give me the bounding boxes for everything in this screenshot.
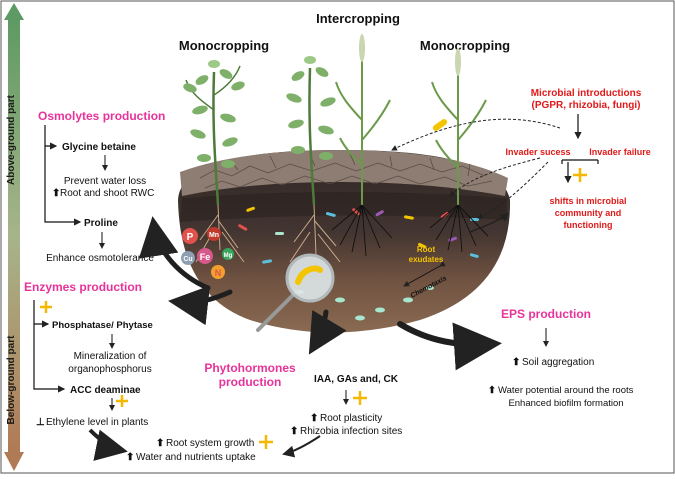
hormone-list: IAA, GAs and, CK <box>314 374 399 385</box>
up-arrow-icon: ⬆ <box>310 413 318 424</box>
root-exudates-label: Root <box>417 245 436 254</box>
water-nutrients-uptake: Water and nutrients uptake <box>136 452 256 463</box>
shifts-line-3: functioning <box>564 220 613 230</box>
roots-wheat <box>331 204 489 257</box>
svg-text:Mn: Mn <box>209 232 219 239</box>
eps-title: EPS production <box>501 307 591 321</box>
root-exudates-label-2: exudates <box>409 255 444 264</box>
enzymes-title: Enzymes production <box>24 280 142 294</box>
rhizobia-infection-sites: Rhizobia infection sites <box>300 426 402 437</box>
svg-text:P: P <box>187 232 194 243</box>
header-monocropping-right: Monocropping <box>420 38 510 53</box>
flow-arrows <box>138 213 510 371</box>
plus-icon <box>573 168 587 182</box>
nutrient-n <box>211 265 225 279</box>
nutrient-cu <box>181 251 195 265</box>
root-shoot-rwc: Root and shoot RWC <box>60 188 154 199</box>
below-ground-label: Below-ground part <box>6 335 17 425</box>
phosphatase-phytase: Phosphatase/ Phytase <box>52 320 153 331</box>
mineralization-line-1: Mineralization of <box>74 351 147 362</box>
svg-text:Fe: Fe <box>200 252 211 262</box>
wheat-plant-right <box>431 48 487 205</box>
plus-icon <box>40 301 52 313</box>
microbes <box>238 206 479 321</box>
magnifier-icon <box>256 253 335 332</box>
side-arrow-shaft <box>8 20 20 452</box>
plus-icon <box>353 391 367 405</box>
up-arrow-icon: ⬆ <box>488 385 496 396</box>
plus-icon <box>259 435 273 449</box>
soil-surface <box>180 150 508 196</box>
side-arrow-down-head <box>4 452 24 471</box>
perpendicular-icon: ⊥ <box>36 417 45 428</box>
invader-failure: Invader failure <box>589 147 651 157</box>
nutrient-p <box>182 228 198 244</box>
phytohormones-section: Phytohormones production IAA, GAs and, C… <box>204 361 402 437</box>
plus-icon <box>116 395 128 407</box>
mineralization-line-2: organophosphorus <box>68 364 151 375</box>
eps-section: EPS production ⬆ Soil aggregation ⬆ Wate… <box>488 307 634 409</box>
proline: Proline <box>84 218 118 229</box>
enzymes-section: Enzymes production Phosphatase/ Phytase … <box>24 280 321 463</box>
wheat-plant-middle <box>335 34 391 205</box>
microbial-section: Microbial introductions (PGPR, rhizobia,… <box>391 88 651 230</box>
up-arrow-icon: ⬆ <box>126 452 134 463</box>
invader-success: Invader sucess <box>505 147 570 157</box>
microbial-title-2: (PGPR, rhizobia, fungi) <box>532 100 641 111</box>
svg-text:N: N <box>215 268 222 278</box>
enhance-osmotolerance: Enhance osmotolerance <box>46 253 154 264</box>
microbial-title-1: Microbial introductions <box>531 88 642 99</box>
glycine-betaine: Glycine betaine <box>62 142 136 153</box>
header-monocropping-left: Monocropping <box>179 38 269 53</box>
root-system-growth: Root system growth <box>166 438 254 449</box>
roots-legume <box>195 204 341 263</box>
above-ground-label: Above-ground part <box>6 94 17 185</box>
up-arrow-icon: ⬆ <box>290 426 298 437</box>
header-intercropping: Intercropping <box>316 11 400 26</box>
root-plasticity: Root plasticity <box>320 413 382 424</box>
up-arrow-icon: ⬆ <box>156 438 164 449</box>
side-arrow-up-head <box>4 3 24 20</box>
osmolytes-title: Osmolytes production <box>38 109 165 123</box>
soil-cross-section <box>178 150 511 333</box>
svg-text:Mg: Mg <box>224 253 233 259</box>
svg-text:Cu: Cu <box>183 256 192 263</box>
prevent-water-loss: Prevent water loss <box>64 176 146 187</box>
up-arrow-icon: ⬆ <box>512 357 520 368</box>
ethylene-level: Ethylene level in plants <box>46 417 148 428</box>
side-arrow: Above-ground part Below-ground part <box>4 3 24 471</box>
bacterium-icon <box>432 119 448 131</box>
nutrient-fe <box>197 248 213 264</box>
biofilm-formation: Enhanced biofilm formation <box>508 398 623 409</box>
soil-aggregation: Soil aggregation <box>522 357 594 368</box>
shifts-line-2: community and <box>555 208 622 218</box>
nutrient-mg <box>222 248 234 260</box>
phytohormones-title-2: production <box>219 375 282 389</box>
nutrient-mn <box>207 227 221 241</box>
legume-plant-middle <box>286 56 336 206</box>
chemotaxis-arrow <box>403 260 446 287</box>
phytohormones-title-1: Phytohormones <box>204 361 296 375</box>
shifts-line-1: shifts in microbial <box>549 196 626 206</box>
up-arrow-icon: ⬆ <box>52 188 60 199</box>
osmolytes-section: Osmolytes production Glycine betaine Pre… <box>38 109 165 264</box>
nutrient-cluster: P Mn Cu Fe Mg N <box>181 227 234 279</box>
acc-deaminase: ACC deaminae <box>70 385 141 396</box>
legume-plant-left <box>183 60 245 206</box>
water-potential: Water potential around the roots <box>498 385 634 396</box>
